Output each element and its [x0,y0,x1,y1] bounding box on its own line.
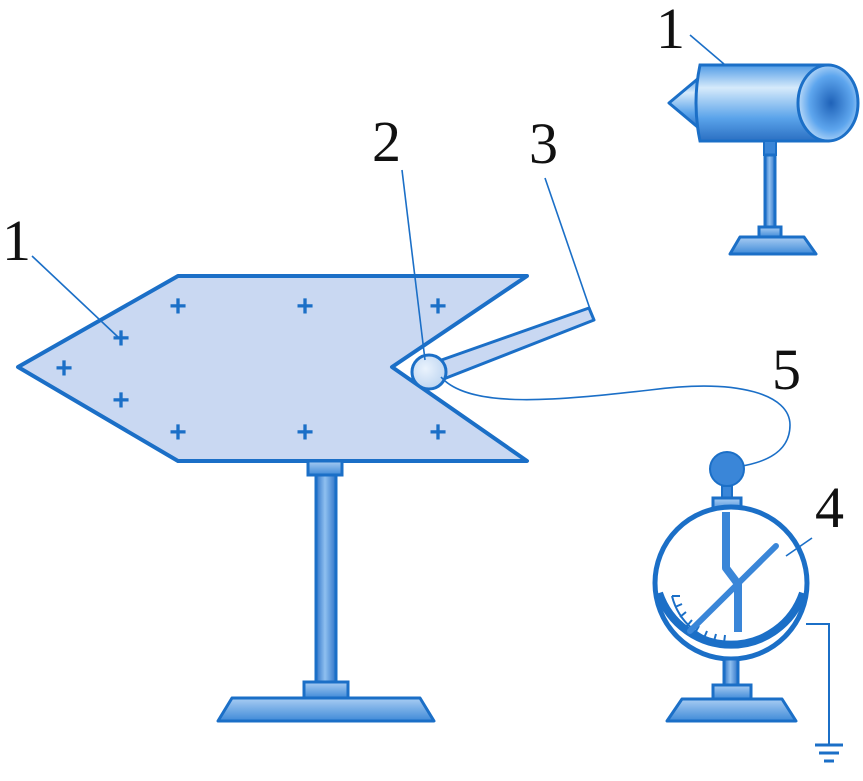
charge-sign: + [169,416,187,449]
electroscope-needle [687,543,779,634]
charge-sign: + [112,384,130,417]
charge-sign: + [169,290,187,323]
conductor-stand [216,459,436,723]
leader-line-3 [544,177,591,310]
test-sphere [410,353,448,391]
leader-line-4 [785,537,813,557]
charge-sign: + [296,416,314,449]
leader-line-1 [31,255,119,338]
charge-sign: + [429,416,447,449]
charge-sign: + [112,322,130,355]
charge-sign: + [296,290,314,323]
leader-line-1-small [689,34,725,65]
label-wire: 5 [772,337,801,402]
charge-signs: + + + + + + + + + [55,290,447,449]
label-conductor: 1 [2,208,31,273]
electroscope-stem [722,512,742,632]
small-conductor [667,63,860,256]
connecting-wire [440,376,791,469]
charged-conductor: + + + + + + + + + [16,274,529,463]
electroscope [652,451,810,723]
label-rod: 3 [529,111,558,176]
charge-sign: + [429,290,447,323]
charge-sign: + [55,352,73,385]
label-electroscope: 4 [815,475,844,540]
label-sphere: 2 [372,109,401,174]
conductor-plate [16,274,529,463]
leader-line-2 [401,169,426,361]
ground-connection [806,623,843,763]
label-small-conductor: 1 [656,0,685,61]
electroscope-housing [652,504,810,662]
electroscope-knob [709,451,745,487]
